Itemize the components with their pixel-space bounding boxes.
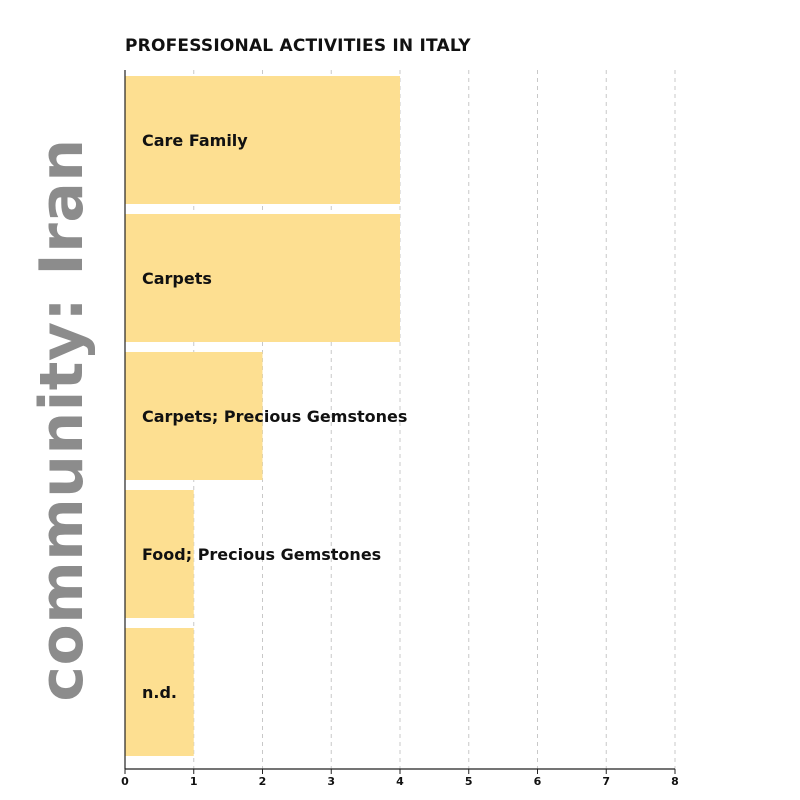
x-tick-label: 8: [671, 775, 679, 788]
bar-label: Carpets; Precious Gemstones: [142, 407, 407, 426]
x-tick-label: 7: [602, 775, 610, 788]
bar: [125, 490, 194, 618]
x-tick-label: 6: [534, 775, 542, 788]
x-tick-label: 0: [121, 775, 129, 788]
x-tick-label: 5: [465, 775, 473, 788]
bar: [125, 628, 194, 756]
x-tick-label: 4: [396, 775, 404, 788]
chart-title: PROFESSIONAL ACTIVITIES IN ITALY: [125, 36, 471, 56]
x-tick-label: 1: [190, 775, 198, 788]
x-tick-label: 3: [327, 775, 335, 788]
x-tick-label: 2: [259, 775, 267, 788]
bar-label: Food; Precious Gemstones: [142, 545, 381, 564]
bar-label: Carpets: [142, 269, 212, 288]
bar-label: n.d.: [142, 683, 177, 702]
axes: 0 1 2 3 4 5 6 7 8: [121, 70, 679, 788]
bar: [125, 352, 263, 480]
bar-label: Care Family: [142, 131, 248, 150]
bar: [125, 214, 400, 342]
bar: [125, 76, 400, 204]
